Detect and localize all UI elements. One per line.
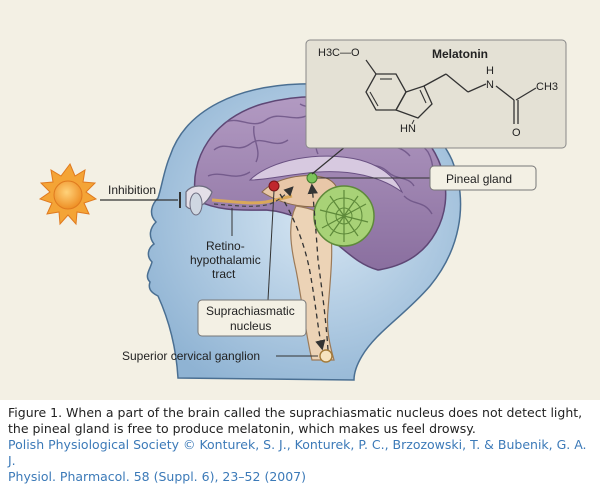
retino-label-line2: hypothalamic bbox=[190, 253, 261, 267]
retino-label-line1: Retino- bbox=[206, 239, 245, 253]
pineal-gland-marker bbox=[306, 172, 318, 184]
descending-pathway bbox=[279, 193, 326, 351]
optic-nerve bbox=[211, 194, 293, 205]
figure-caption: Figure 1. When a part of the brain calle… bbox=[8, 405, 592, 485]
scn-leader bbox=[267, 190, 275, 301]
melatonin-diagram: Inhibition Retino- hypothalamic tract Su… bbox=[0, 0, 600, 400]
scn-label-box bbox=[197, 299, 307, 337]
methoxy-group: H3C—O bbox=[318, 47, 360, 59]
cerebellum bbox=[313, 185, 375, 247]
retino-label-line3: tract bbox=[212, 267, 236, 281]
scn-label-line1: Suprachiasmatic bbox=[206, 304, 295, 318]
caption-credit-line1: Polish Physiological Society © Konturek,… bbox=[8, 437, 587, 468]
eye bbox=[185, 185, 213, 216]
pineal-label: Pineal gland bbox=[446, 172, 512, 186]
caption-credit-line2: Physiol. Pharmacol. 58 (Suppl. 6), 23–52… bbox=[8, 469, 307, 484]
corpus-callosum bbox=[248, 155, 404, 194]
melatonin-box: Melatonin H3C—O HN H N O CH3 bbox=[305, 39, 567, 149]
sun-icon bbox=[38, 163, 98, 226]
ascending-pathway bbox=[307, 183, 329, 351]
caption-text: Figure 1. When a part of the brain calle… bbox=[8, 405, 583, 436]
methyl-group: CH3 bbox=[536, 81, 558, 93]
suprachiasmatic-nucleus-marker bbox=[268, 180, 280, 192]
carbonyl-oxygen: O bbox=[512, 127, 521, 139]
ring-nh: HN bbox=[400, 123, 416, 135]
pineal-label-box bbox=[429, 165, 537, 191]
retino-hypothalamic-path bbox=[213, 186, 294, 207]
melatonin-title: Melatonin bbox=[432, 47, 488, 61]
ganglion-label: Superior cervical ganglion bbox=[122, 349, 260, 363]
ganglion-marker bbox=[319, 349, 333, 363]
scn-label-line2: nucleus bbox=[230, 319, 271, 333]
inhibition-label: Inhibition bbox=[108, 183, 156, 197]
amine-h: H bbox=[486, 65, 494, 77]
amine-n: N bbox=[486, 79, 494, 91]
